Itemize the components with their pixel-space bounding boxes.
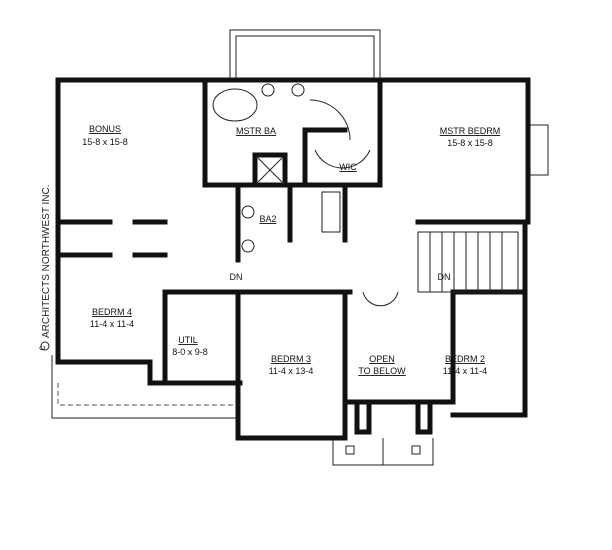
bonus-size: 15-8 x 15-8 xyxy=(82,137,128,147)
utility-size: 8-0 x 9-8 xyxy=(172,347,208,357)
staircase[interactable] xyxy=(417,231,519,293)
copyright-mark: c ARCHITECTS NORTHWEST INC. xyxy=(37,184,52,351)
master-bedroom-size: 15-8 x 15-8 xyxy=(447,138,493,148)
master-bath-label: MSTR BA xyxy=(236,126,276,136)
bedroom-3-size: 11-4 x 13-4 xyxy=(269,366,314,376)
master-bedroom-label: MSTR BEDRM xyxy=(440,126,501,136)
bath-2-label: BA2 xyxy=(259,214,276,224)
stairs-down-right-label: DN xyxy=(438,272,451,282)
bedroom-4-size: 11-4 x 11-4 xyxy=(90,319,134,329)
bonus-label: BONUS xyxy=(89,124,121,134)
bedroom-4-label: BEDRM 4 xyxy=(92,307,132,317)
bedroom-2-size: 11-4 x 11-4 xyxy=(443,366,487,376)
open-to-below-label-2: TO BELOW xyxy=(358,366,406,376)
stairs-down-left-label: DN xyxy=(230,272,243,282)
open-to-below-label: OPEN xyxy=(369,354,395,364)
walls xyxy=(55,77,531,441)
bedroom-2-label: BEDRM 2 xyxy=(445,354,485,364)
balcony-outline xyxy=(51,29,549,466)
fixtures xyxy=(212,83,399,307)
wic-label: WIC xyxy=(339,162,357,172)
utility-label: UTIL xyxy=(178,335,198,345)
bedroom-3-label: BEDRM 3 xyxy=(271,354,311,364)
copyright-symbol: c xyxy=(37,346,48,351)
copyright-text: ARCHITECTS NORTHWEST INC. xyxy=(41,184,52,338)
